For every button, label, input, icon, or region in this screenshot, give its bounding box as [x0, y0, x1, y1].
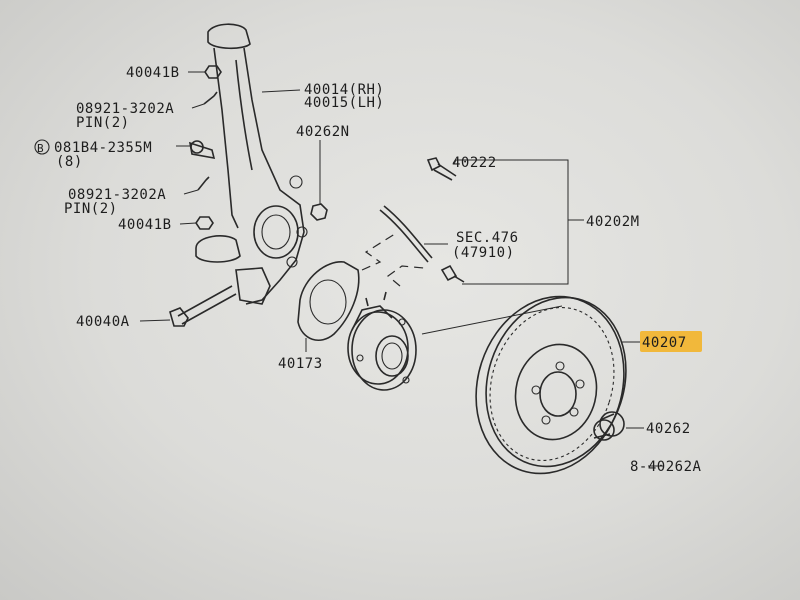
label-pin-2-lower: PIN(2): [64, 201, 118, 217]
label-40040a: 40040A: [76, 314, 130, 330]
bolt-40222: [426, 157, 457, 181]
label-40262a: 8-40262A: [630, 459, 702, 475]
bolt-40040a: [169, 285, 237, 327]
label-pin-2-upper: PIN(2): [76, 115, 130, 131]
label-40262n: 40262N: [296, 124, 350, 140]
label-sec-476: SEC.476: [456, 230, 519, 246]
label-40202m: 40202M: [586, 214, 640, 230]
label-40041b-top: 40041B: [126, 65, 180, 81]
nut-40262n: [310, 203, 328, 221]
label-40041b-bottom: 40041B: [118, 217, 172, 233]
leader-lines: [139, 71, 664, 467]
nut-40041b-top: [204, 65, 222, 79]
svg-text:B: B: [37, 142, 44, 155]
label-40262: 40262: [646, 421, 691, 437]
bolt-40222-lower: [440, 264, 465, 283]
label-40207: 40207: [642, 335, 687, 351]
hub-nut-40262: [593, 411, 625, 441]
disc-rotor-40207: [475, 295, 627, 475]
dashed-guide-lines: [361, 231, 425, 287]
bolt-081b4-2355m: [188, 140, 216, 160]
circled-b-icon: B: [34, 139, 50, 155]
label-40014-rh: 40014(RH): [304, 82, 384, 98]
label-47910: (47910): [452, 245, 515, 261]
abs-sensor-lead: [379, 205, 433, 263]
highlight-40207: [640, 331, 702, 352]
label-qty-8: (8): [56, 154, 83, 170]
nut-40041b-bottom: [195, 216, 214, 230]
label-08921-3202a-upper: 08921-3202A: [76, 101, 174, 117]
cotter-pin-upper: [203, 91, 218, 105]
label-08921-3202a-lower: 08921-3202A: [68, 187, 166, 203]
label-081b4-2355m: 081B4-2355M: [54, 140, 152, 156]
baffle-plate-40173: [297, 261, 360, 342]
label-40222: 40222: [452, 155, 497, 171]
label-40173: 40173: [278, 356, 323, 372]
label-40015-lh: 40015(LH): [304, 95, 384, 111]
steering-knuckle: [195, 23, 308, 305]
hub-assembly-40202m: [347, 291, 417, 391]
cotter-pin-lower: [197, 176, 210, 191]
